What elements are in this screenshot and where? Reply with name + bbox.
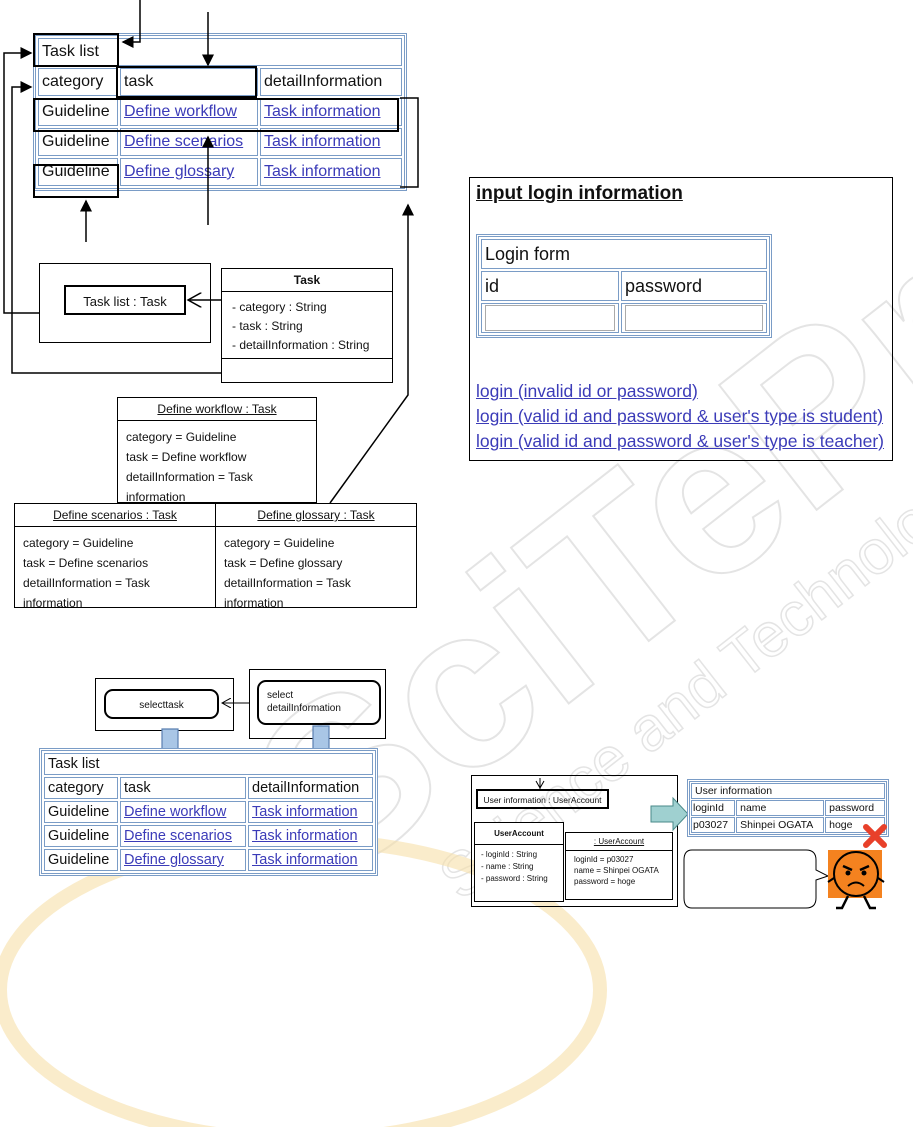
header-detail: detailInformation bbox=[260, 68, 402, 96]
select-detail-line1: select bbox=[267, 690, 294, 701]
small-header-category: category bbox=[44, 777, 118, 799]
password-input[interactable] bbox=[625, 305, 763, 331]
task-list-table-small: Task list category task detailInformatio… bbox=[39, 748, 378, 876]
login-link-teacher[interactable]: login (valid id and password & user's ty… bbox=[476, 431, 884, 451]
speech-bubble bbox=[683, 849, 830, 909]
login-link-invalid[interactable]: login (invalid id or password) bbox=[476, 381, 698, 401]
scenarios-line-task: task = Define scenarios bbox=[23, 556, 149, 570]
define-workflow-title: Define workflow : Task bbox=[118, 398, 316, 421]
task-class: Task - category : String - task : String… bbox=[221, 268, 393, 383]
task-attr-detail: - detailInformation : String bbox=[232, 338, 370, 352]
row2-detail-link[interactable]: Task information bbox=[260, 128, 402, 156]
tasklist-container bbox=[39, 263, 211, 343]
select-task-state: selecttask bbox=[104, 689, 219, 719]
login-link-student[interactable]: login (valid id and password & user's ty… bbox=[476, 406, 884, 426]
user-header-password: password bbox=[825, 800, 885, 816]
highlight-task-header bbox=[116, 66, 257, 98]
task-class-name: Task bbox=[222, 269, 392, 292]
useraccount-obj-loginid: loginId = p03027 bbox=[574, 855, 634, 864]
scenarios-line-category: category = Guideline bbox=[23, 536, 134, 550]
useraccount-object: : UserAccount loginId = p03027 name = Sh… bbox=[565, 832, 673, 900]
small-row2-category: Guideline bbox=[44, 825, 118, 847]
small-row3-detail-link[interactable]: Task information bbox=[248, 849, 373, 871]
scenarios-line-detail: detailInformation = Task information bbox=[23, 576, 150, 610]
row3-detail-link[interactable]: Task information bbox=[260, 158, 402, 186]
useraccount-obj-password: password = hoge bbox=[574, 877, 636, 886]
useraccount-class: UserAccount - loginId : String - name : … bbox=[474, 822, 564, 902]
row2-category: Guideline bbox=[38, 128, 118, 156]
small-row2-task-link[interactable]: Define scenarios bbox=[120, 825, 246, 847]
task-attr-category: - category : String bbox=[232, 300, 327, 314]
define-glossary-title: Define glossary : Task bbox=[216, 504, 416, 527]
small-row3-task-link[interactable]: Define glossary bbox=[120, 849, 246, 871]
error-x-icon bbox=[863, 824, 887, 848]
small-row1-detail-link[interactable]: Task information bbox=[248, 801, 373, 823]
small-task-list-title: Task list bbox=[44, 753, 373, 775]
useraccount-attr-password: - password : String bbox=[481, 874, 548, 883]
useraccount-object-title: : UserAccount bbox=[566, 833, 672, 851]
login-form-title: Login form bbox=[481, 239, 767, 269]
useraccount-attr-name: - name : String bbox=[481, 862, 534, 871]
define-workflow-object: Define workflow : Task category = Guidel… bbox=[117, 397, 317, 504]
select-detail-state: select detailInformation bbox=[257, 680, 381, 725]
login-page-frame: input login information Login form id pa… bbox=[469, 177, 893, 461]
user-value-loginid: p03027 bbox=[691, 817, 736, 833]
define-glossary-object: Define glossary : Task category = Guidel… bbox=[215, 503, 417, 610]
glossary-line-task: task = Define glossary bbox=[224, 556, 343, 570]
user-info-title: User information bbox=[691, 783, 885, 799]
tasklist-instance: Task list : Task bbox=[64, 285, 186, 315]
select-detail-line2: detailInformation bbox=[267, 703, 341, 714]
row3-task-link[interactable]: Define glossary bbox=[120, 158, 258, 186]
user-model-frame bbox=[471, 775, 678, 907]
task-attr-task: - task : String bbox=[232, 319, 303, 333]
header-task: task bbox=[120, 68, 258, 96]
highlight-row1 bbox=[33, 98, 399, 132]
task-list-title: Task list bbox=[38, 38, 402, 66]
password-label: password bbox=[621, 271, 767, 301]
user-value-name: Shinpei OGATA bbox=[736, 817, 825, 833]
small-row3-category: Guideline bbox=[44, 849, 118, 871]
useraccount-class-name: UserAccount bbox=[475, 823, 563, 845]
define-scenarios-title: Define scenarios : Task bbox=[15, 504, 215, 527]
login-heading: input login information bbox=[476, 183, 683, 204]
small-row1-category: Guideline bbox=[44, 801, 118, 823]
highlight-guideline bbox=[33, 164, 119, 198]
user-header-loginid: loginId bbox=[691, 800, 736, 816]
glossary-line-detail: detailInformation = Task information bbox=[224, 576, 351, 610]
angry-character-icon bbox=[827, 850, 885, 910]
login-form-table: Login form id password bbox=[476, 234, 772, 338]
useraccount-attr-loginid: - loginId : String bbox=[481, 850, 538, 859]
small-header-task: task bbox=[120, 777, 246, 799]
small-header-detail: detailInformation bbox=[248, 777, 373, 799]
workflow-line-category: category = Guideline bbox=[126, 430, 237, 444]
workflow-line-detail: detailInformation = Task information bbox=[126, 470, 253, 504]
useraccount-obj-name: name = Shinpei OGATA bbox=[574, 866, 659, 875]
small-row1-task-link[interactable]: Define workflow bbox=[120, 801, 246, 823]
id-label: id bbox=[481, 271, 619, 301]
small-row2-detail-link[interactable]: Task information bbox=[248, 825, 373, 847]
define-scenarios-object: Define scenarios : Task category = Guide… bbox=[14, 503, 216, 610]
user-info-instance: User information : UserAccount bbox=[476, 789, 609, 809]
block-arrow-user bbox=[650, 796, 689, 832]
user-info-table: User information loginId name password p… bbox=[687, 779, 889, 837]
user-header-name: name bbox=[736, 800, 825, 816]
glossary-line-category: category = Guideline bbox=[224, 536, 335, 550]
id-input[interactable] bbox=[485, 305, 615, 331]
highlight-title bbox=[33, 33, 119, 67]
workflow-line-task: task = Define workflow bbox=[126, 450, 247, 464]
connector-lines-top bbox=[3, 0, 419, 504]
